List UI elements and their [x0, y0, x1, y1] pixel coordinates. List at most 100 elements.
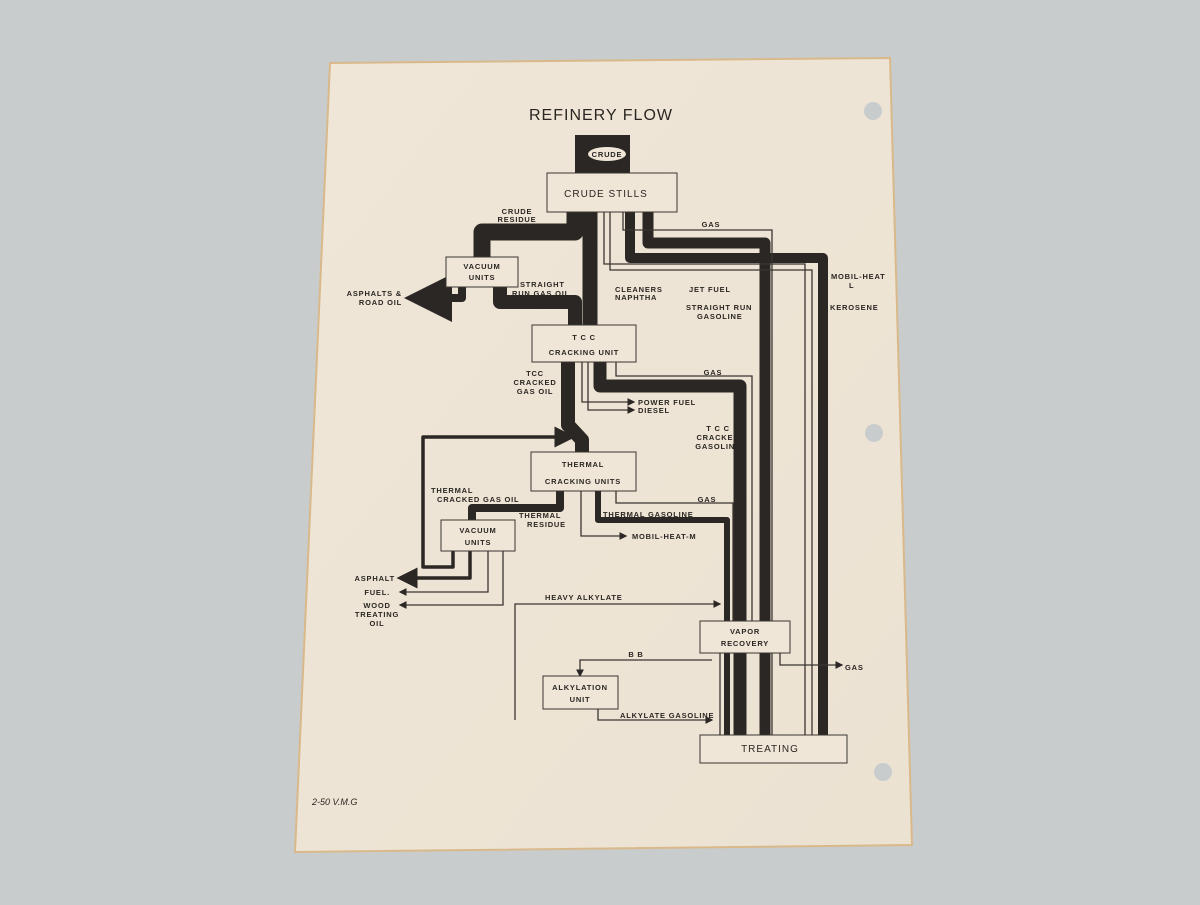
stream-label: TCC	[526, 369, 544, 378]
stream-label: JET FUEL	[689, 285, 731, 294]
stream-label: RESIDUE	[498, 215, 537, 224]
stream-label: VACUUM	[463, 262, 500, 271]
stream-label: GAS	[845, 663, 864, 672]
stream-label: KEROSENE	[830, 303, 879, 312]
node-alkylation-unit: ALKYLATION UNIT	[542, 675, 619, 710]
thermal-residue-pipe	[468, 491, 564, 520]
flow-line	[581, 362, 636, 406]
stream-label: L	[849, 281, 854, 290]
stream-label: MOBIL-HEAT	[831, 272, 886, 281]
stream-label: TREATING	[355, 610, 399, 619]
flow-line	[779, 653, 844, 669]
flow-line	[622, 212, 773, 735]
stream-label: OIL	[370, 619, 385, 628]
flow-line	[588, 147, 626, 161]
stream-label: FUEL.	[364, 588, 390, 597]
stream-label: ALKYLATE GASOLINE	[620, 711, 714, 720]
diagram-title: REFINERY FLOW	[529, 107, 673, 124]
flow-line	[531, 324, 637, 363]
stream-label: GAS	[704, 368, 723, 377]
asphalts-pipe	[404, 274, 466, 322]
flow-line	[615, 491, 734, 621]
stream-label: THERMAL GASOLINE	[603, 510, 694, 519]
stream-label: POWER FUEL	[638, 398, 696, 407]
crude-residue-pipe	[473, 212, 584, 257]
stream-label: NAPHTHA	[615, 293, 657, 302]
stream-label: UNITS	[469, 273, 496, 282]
flow-line	[580, 491, 628, 540]
stream-label: THERMAL	[431, 486, 473, 495]
thin-lines	[398, 212, 844, 735]
stream-labels: CRUDE RESIDUE ASPHALTS & ROAD OIL STRAIG…	[347, 207, 886, 720]
stream-label: ASPHALT	[355, 574, 395, 583]
flow-line	[699, 734, 848, 764]
stream-label: GAS OIL	[517, 387, 553, 396]
stream-label: CRUDE STILLS	[564, 189, 648, 200]
tcc-cracked-gasoline-pipe	[593, 362, 747, 735]
stream-label: GAS	[698, 495, 717, 504]
stream-label: STRAIGHT RUN	[686, 303, 752, 312]
stream-label: THERMAL	[562, 460, 604, 469]
punch-hole	[865, 424, 883, 442]
node-vapor-recovery: VAPOR RECOVERY	[699, 620, 791, 654]
straight-run-gas-oil-pipe	[493, 287, 582, 325]
stream-label: RECOVERY	[721, 639, 769, 648]
stream-label: HEAVY ALKYLATE	[545, 593, 623, 602]
flow-line	[603, 212, 806, 735]
straight-run-gasoline-pipe	[642, 212, 771, 735]
flow-line	[546, 172, 678, 213]
stream-label: TREATING	[741, 744, 799, 755]
flow-line	[576, 659, 712, 678]
stream-label: CLEANERS	[615, 285, 663, 294]
node-vacuum-units-1: VACUUM UNITS	[445, 256, 519, 288]
stream-label: ASPHALTS &	[347, 289, 402, 298]
stream-label: MOBIL-HEAT-M	[632, 532, 696, 541]
recycle-gas-oil-pipe	[421, 426, 576, 569]
node-treating: TREATING	[699, 734, 848, 764]
stream-label: T C C	[572, 333, 596, 342]
stream-label: WOOD	[363, 601, 390, 610]
node-vacuum-units-2: VACUUM UNITS	[440, 519, 516, 552]
stream-label: UNIT	[570, 695, 591, 704]
stream-label: CRUDE	[502, 207, 533, 216]
stream-label: CRACKED GAS OIL	[437, 495, 519, 504]
node-thermal-cracking-units: THERMAL CRACKING UNITS	[530, 451, 637, 492]
stream-label: GASOLINE	[695, 442, 741, 451]
stream-label: RESIDUE	[527, 520, 566, 529]
stream-label: GAS	[702, 220, 721, 229]
flow-line	[587, 362, 636, 414]
stream-label: THERMAL	[519, 511, 561, 520]
punch-hole	[864, 102, 882, 120]
flow-line	[542, 675, 619, 710]
flow-line	[514, 600, 722, 720]
flow-line	[398, 551, 489, 596]
node-crude: CRUDE	[588, 147, 626, 161]
flow-line	[597, 709, 714, 724]
flow-line	[440, 519, 516, 552]
signature: 2-50 V.M.G	[311, 797, 357, 807]
stream-label: STRAIGHT	[520, 280, 565, 289]
stream-label: CRUDE	[592, 150, 623, 159]
kerosene-pipe	[625, 212, 828, 735]
node-crude-stills: CRUDE STILLS	[546, 172, 678, 213]
flow-line	[609, 212, 813, 735]
stream-label: T C C	[706, 424, 730, 433]
asphalt-pipe	[396, 551, 472, 589]
stream-label: CRACKED	[513, 378, 556, 387]
stream-label: DIESEL	[638, 406, 670, 415]
stream-label: CRACKING UNITS	[545, 477, 621, 486]
flow-line	[445, 256, 519, 288]
stream-label: ALKYLATION	[552, 683, 608, 692]
stream-label: UNITS	[465, 538, 492, 547]
flow-line	[398, 551, 504, 609]
flow-line	[530, 451, 637, 492]
stream-label: ROAD OIL	[359, 298, 402, 307]
stream-label: VACUUM	[459, 526, 496, 535]
stream-label: RUN GAS OIL	[512, 289, 570, 298]
stream-label: GASOLINE	[697, 312, 743, 321]
flow-line	[615, 362, 753, 621]
punch-hole	[874, 763, 892, 781]
stream-label: B B	[628, 650, 643, 659]
